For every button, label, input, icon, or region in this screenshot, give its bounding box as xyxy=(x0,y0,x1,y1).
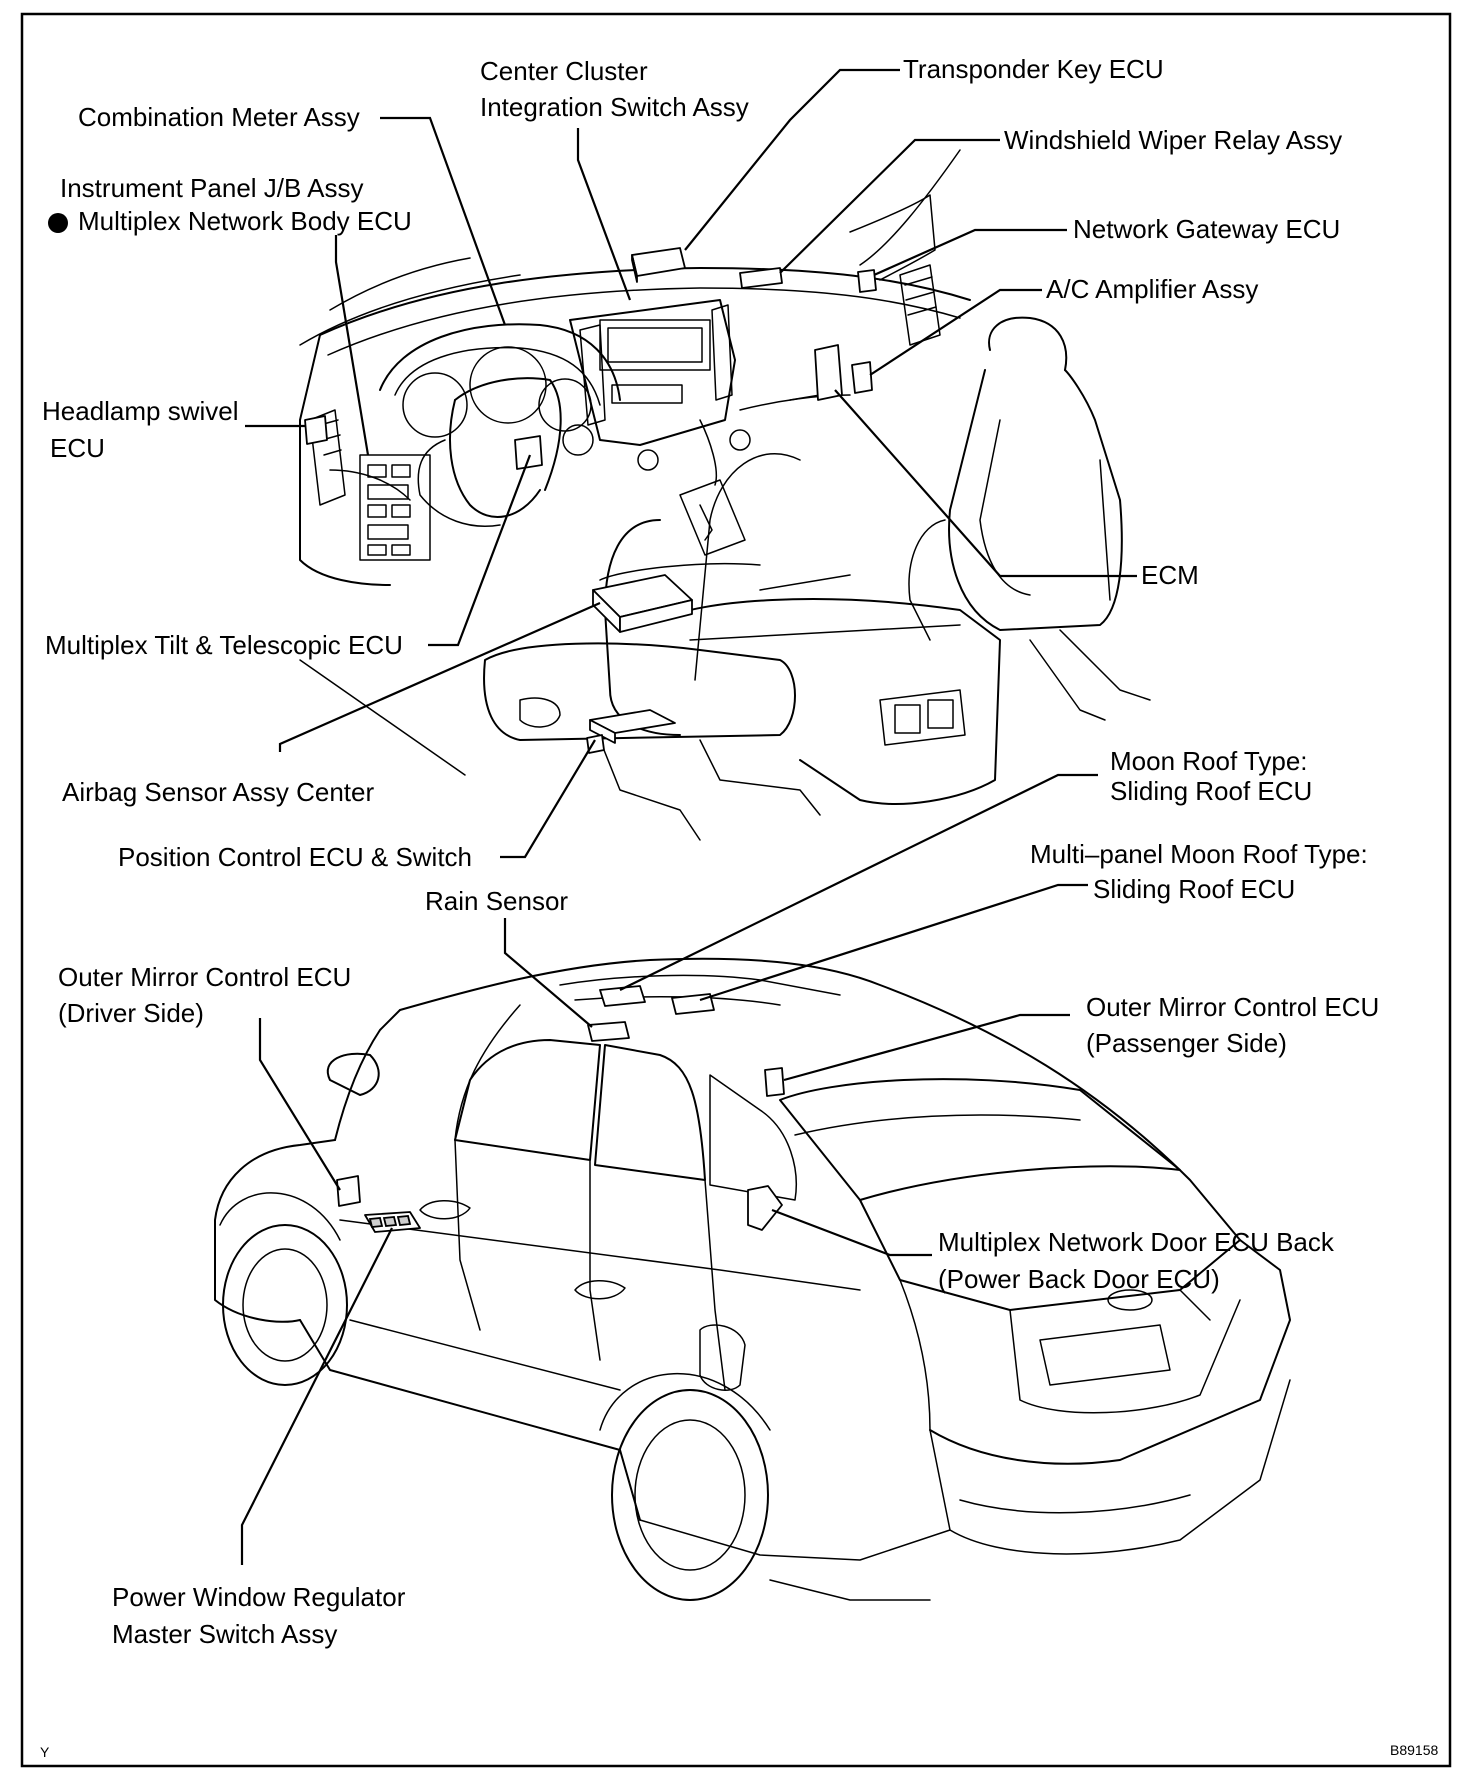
label-headlamp-line2: ECU xyxy=(50,433,105,463)
wiper-relay-box xyxy=(739,267,783,289)
label-rain-sensor: Rain Sensor xyxy=(425,886,568,916)
label-body-ecu: Multiplex Network Body ECU xyxy=(78,206,412,236)
vehicle-ecu-boxes xyxy=(336,985,785,1233)
label-multipanel-line2: Sliding Roof ECU xyxy=(1093,874,1295,904)
network-gateway-box xyxy=(857,269,877,293)
label-airbag-sensor: Airbag Sensor Assy Center xyxy=(62,777,374,807)
label-multipanel-line1: Multi–panel Moon Roof Type: xyxy=(1030,839,1368,869)
label-power-window-line2: Master Switch Assy xyxy=(112,1619,337,1649)
labels: Combination Meter Assy Center Cluster In… xyxy=(40,54,1438,1760)
mirror-passenger-box xyxy=(764,1067,785,1097)
label-power-window-line1: Power Window Regulator xyxy=(112,1582,406,1612)
label-mirror-driver-line2: (Driver Side) xyxy=(58,998,204,1028)
label-combination-meter: Combination Meter Assy xyxy=(78,102,360,132)
label-center-cluster-line2: Integration Switch Assy xyxy=(480,92,749,122)
label-headlamp-line1: Headlamp swivel xyxy=(42,396,239,426)
leader-lines xyxy=(240,68,1137,1565)
label-tilt-telescopic: Multiplex Tilt & Telescopic ECU xyxy=(45,630,403,660)
label-ecm: ECM xyxy=(1141,560,1199,590)
label-network-gateway: Network Gateway ECU xyxy=(1073,214,1340,244)
label-mirror-passenger-line2: (Passenger Side) xyxy=(1086,1028,1287,1058)
transponder-key-ecu-box xyxy=(631,247,686,277)
label-wiper-relay: Windshield Wiper Relay Assy xyxy=(1004,125,1342,155)
interior-ecu-boxes xyxy=(304,247,877,754)
mirror-driver-box xyxy=(336,1175,361,1207)
label-mirror-driver-line1: Outer Mirror Control ECU xyxy=(58,962,351,992)
label-moon-roof-line1: Moon Roof Type: xyxy=(1110,746,1308,776)
label-ac-amplifier: A/C Amplifier Assy xyxy=(1046,274,1258,304)
body-ecu-bullet-icon xyxy=(48,213,68,233)
figure-frame xyxy=(20,12,1452,1768)
tilt-telescopic-box xyxy=(514,435,543,470)
label-transponder-key-ecu: Transponder Key ECU xyxy=(903,54,1164,84)
ecm-box xyxy=(814,344,843,401)
label-ip-jb: Instrument Panel J/B Assy xyxy=(60,173,363,203)
label-back-door-line2: (Power Back Door ECU) xyxy=(938,1264,1220,1294)
ac-amplifier-box xyxy=(851,361,873,394)
label-moon-roof-line2: Sliding Roof ECU xyxy=(1110,776,1312,806)
interior-dashboard-drawing xyxy=(299,149,1151,841)
label-center-cluster-line1: Center Cluster xyxy=(480,56,648,86)
headlamp-swivel-box xyxy=(304,415,328,445)
label-back-door-line1: Multiplex Network Door ECU Back xyxy=(938,1227,1335,1257)
label-mirror-passenger-line1: Outer Mirror Control ECU xyxy=(1086,992,1379,1022)
vehicle-exterior-drawing xyxy=(214,957,1291,1601)
figure-code: B89158 xyxy=(1390,1742,1438,1758)
rain-sensor-box xyxy=(587,1021,630,1042)
corner-mark: Y xyxy=(40,1744,50,1760)
label-position-control: Position Control ECU & Switch xyxy=(118,842,472,872)
back-door-ecu-box xyxy=(747,1185,783,1231)
